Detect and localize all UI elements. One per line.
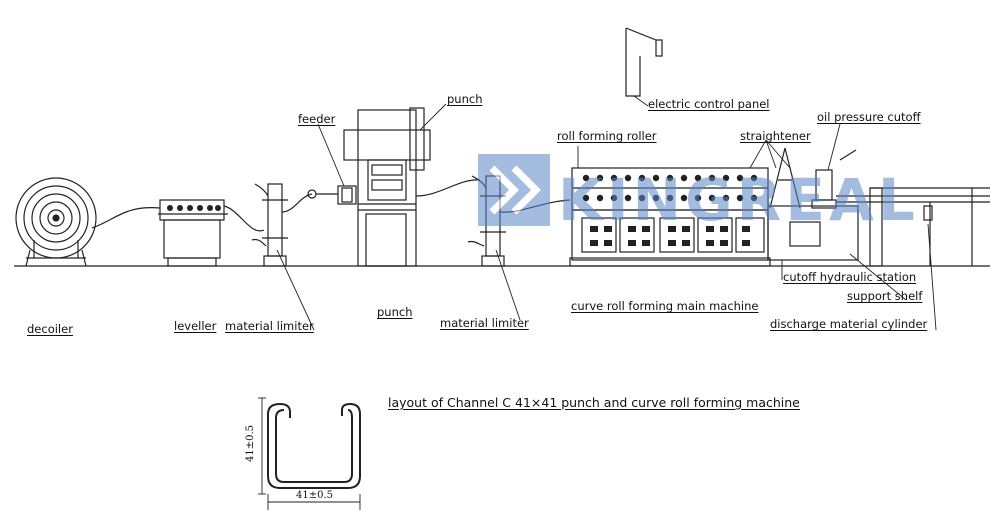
profile-width-dimension: 41±0.5 (296, 490, 334, 501)
punch-press-machine (343, 107, 431, 267)
support-shelf-machine (836, 187, 990, 267)
cutoff-hydraulic-station-machine (767, 149, 859, 261)
label-curve-roll-forming-main-machine: curve roll forming main machine (571, 299, 759, 313)
profile-dimension-lines (258, 397, 361, 510)
leveller-machine (158, 199, 228, 267)
feeder-machine (307, 185, 357, 205)
electric-control-panel-machine (625, 27, 663, 97)
label-roll-forming-roller: roll forming roller (557, 129, 657, 143)
diagram-caption: layout of Channel C 41×41 punch and curv… (388, 395, 800, 410)
kingreal-watermark: KINGREAL (478, 154, 919, 234)
label-punch-top: punch (447, 92, 483, 106)
label-oil-pressure-cutoff: oil pressure cutoff (817, 110, 921, 124)
label-straightener: straightener (740, 129, 811, 143)
label-discharge-material-cylinder: discharge material cylinder (770, 317, 928, 331)
decoiler-machine (15, 177, 97, 267)
label-cutoff-hydraulic-station: cutoff hydraulic station (783, 270, 917, 284)
profile-height-dimension: 41±0.5 (245, 424, 257, 463)
label-electric-control-panel: electric control panel (648, 97, 770, 111)
straightener-machine (769, 147, 801, 209)
leader-lines (276, 95, 937, 331)
label-decoiler: decoiler (27, 322, 73, 336)
label-punch-bottom: punch (377, 305, 413, 319)
svg-text:KINGREAL: KINGREAL (558, 166, 919, 234)
label-material-limiter-2: material limiter (440, 316, 529, 330)
channel-profile-drawing (267, 402, 361, 489)
label-leveller: leveller (174, 319, 217, 333)
label-feeder: feeder (298, 112, 336, 126)
material-limiter-1-machine (251, 183, 288, 267)
label-support-shelf: support shelf (847, 289, 923, 303)
label-material-limiter-1: material limiter (225, 319, 314, 333)
